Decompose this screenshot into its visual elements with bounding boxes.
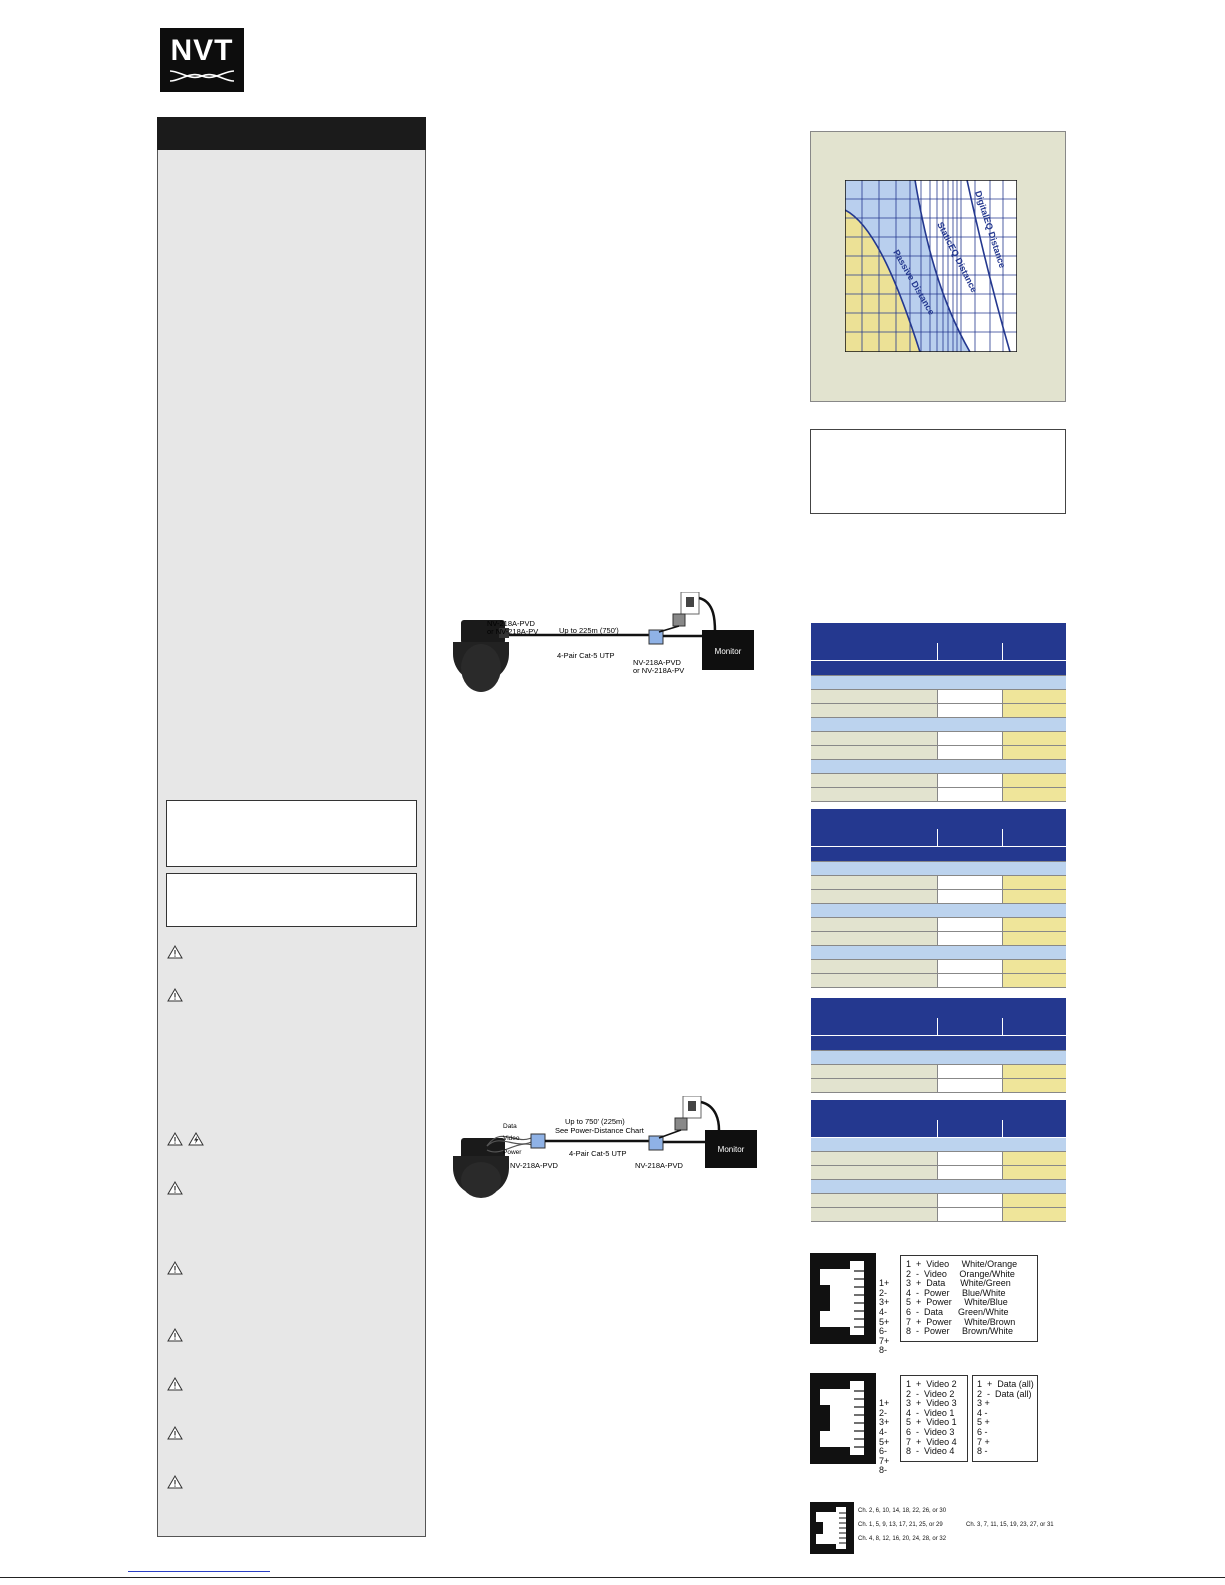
- distance-label: Up to 225m (750'): [559, 626, 619, 635]
- sidebar-note-box-1: [166, 800, 417, 867]
- logo-wave-icon: [169, 70, 235, 82]
- power-adapter-icon: [674, 1117, 688, 1131]
- power-adapter-icon: [672, 613, 686, 627]
- warning-icon: [167, 988, 183, 1002]
- pinout-table-2-data: 1 + Data (all) 2 - Data (all) 3 + 4 - 5 …: [972, 1375, 1038, 1462]
- warning-icon: [167, 1132, 183, 1146]
- table-row: [811, 1166, 1066, 1180]
- table-row: [811, 974, 1066, 988]
- pinout-table-1: 1 + Video White/Orange 2 - Video Orange/…: [900, 1255, 1038, 1342]
- channel-line-2b: Ch. 3, 7, 11, 15, 19, 23, 27, or 31: [966, 1522, 1054, 1528]
- warning-icon: [167, 1377, 183, 1391]
- pinout-data-lines: 1 + Data (all) 2 - Data (all) 3 + 4 - 5 …: [977, 1379, 1034, 1457]
- warning-icon: [167, 1261, 183, 1275]
- table-row: [811, 774, 1066, 788]
- camera-model-label: NV-218A-PVD: [487, 619, 536, 628]
- warning-icon: [167, 1181, 183, 1195]
- data-label: Data: [503, 1123, 517, 1130]
- pinout-video-lines: 1 + Video 2 2 - Video 2 3 + Video 3 4 - …: [906, 1379, 957, 1457]
- warning-icon: [167, 1426, 183, 1440]
- table-row: [811, 788, 1066, 802]
- camera-model-label: NV-218A-PVD: [510, 1161, 559, 1170]
- logo-text: NVT: [170, 34, 234, 67]
- receiver-model-label-alt: or NV-218A-PV: [633, 666, 684, 675]
- power-distance-chart: Passive Distance StaticEQ Distance Digit…: [810, 131, 1066, 402]
- pin-numbers: 1+2-3+4-5+6-7+8-: [879, 1278, 890, 1356]
- rj45-jack-icon: [810, 1253, 876, 1344]
- table-row: [811, 704, 1066, 718]
- spec-table-3: [811, 998, 1066, 1093]
- chart-plot: Passive Distance StaticEQ Distance Digit…: [845, 180, 1017, 352]
- monitor-label: Monitor: [715, 647, 742, 656]
- channel-map: Ch. 2, 6, 10, 14, 18, 22, 26, or 30 Ch. …: [858, 1508, 1068, 1548]
- cable-label: 4-Pair Cat-5 UTP: [557, 651, 615, 660]
- warning-icon: [167, 1328, 183, 1342]
- wiring-diagram-2: Monitor Data Video Power NV-218A-PVD Up …: [453, 1096, 757, 1198]
- pin-numbers: 1+2-3+4-5+6-7+8-: [879, 1398, 890, 1476]
- table-row: [811, 890, 1066, 904]
- channel-line-2: Ch. 1, 5, 9, 13, 17, 21, 25, or 29: [858, 1522, 943, 1528]
- table-row: [811, 918, 1066, 932]
- sidebar-note-box-2: [166, 873, 417, 927]
- channel-line-1: Ch. 2, 6, 10, 14, 18, 22, 26, or 30: [858, 1508, 947, 1514]
- table-row: [811, 690, 1066, 704]
- chart-note-box: [810, 429, 1066, 514]
- pinout-table-2-video: 1 + Video 2 2 - Video 2 3 + Video 3 4 - …: [900, 1375, 968, 1462]
- footer-link-underline[interactable]: [128, 1571, 270, 1572]
- table-row: [811, 746, 1066, 760]
- electric-hazard-icon: [188, 1132, 204, 1146]
- monitor-icon: [705, 1130, 757, 1168]
- table-row: [811, 1194, 1066, 1208]
- channel-line-3: Ch. 4, 8, 12, 16, 20, 24, 28, or 32: [858, 1536, 947, 1542]
- table-row: [811, 932, 1066, 946]
- receiver-model-label: NV-218A-PVD: [633, 658, 682, 667]
- dome-camera-icon: [453, 620, 509, 692]
- pinout-lines: 1 + Video White/Orange 2 - Video Orange/…: [906, 1259, 1018, 1337]
- chart-reference-label: See Power-Distance Chart: [555, 1126, 645, 1135]
- warning-icon: [167, 945, 183, 959]
- camera-model-label-alt: or NV-218A-PV: [487, 627, 538, 636]
- transceiver-icon: [530, 1133, 546, 1149]
- distance-label: Up to 750' (225m): [565, 1117, 625, 1126]
- table-row: [811, 1152, 1066, 1166]
- spec-table-2: [811, 809, 1066, 988]
- table-row: [811, 1065, 1066, 1079]
- sidebar-header: [157, 117, 426, 150]
- video-label: Video: [503, 1135, 520, 1142]
- monitor-label: Monitor: [718, 1145, 745, 1154]
- dome-camera-icon: [453, 1138, 509, 1198]
- sidebar-panel: [157, 150, 426, 1537]
- warning-icon: [167, 1475, 183, 1489]
- rj45-jack-icon: [810, 1502, 854, 1554]
- footer-rule: [0, 1577, 1225, 1578]
- power-label: Power: [503, 1149, 522, 1156]
- receiver-model-label: NV-218A-PVD: [635, 1161, 684, 1170]
- table-row: [811, 1079, 1066, 1093]
- table-row: [811, 876, 1066, 890]
- monitor-icon: [702, 630, 754, 670]
- table-row: [811, 732, 1066, 746]
- table-row: [811, 1208, 1066, 1222]
- nvt-logo: NVT: [160, 28, 244, 92]
- table-row: [811, 960, 1066, 974]
- wiring-diagram-1: Monitor NV-218A-PVD or NV-218A-PV Up to …: [453, 592, 754, 692]
- spec-table-4: [811, 1100, 1066, 1222]
- cable-label: 4-Pair Cat-5 UTP: [569, 1149, 627, 1158]
- rj45-jack-icon: [810, 1373, 876, 1464]
- spec-table-1: [811, 623, 1066, 802]
